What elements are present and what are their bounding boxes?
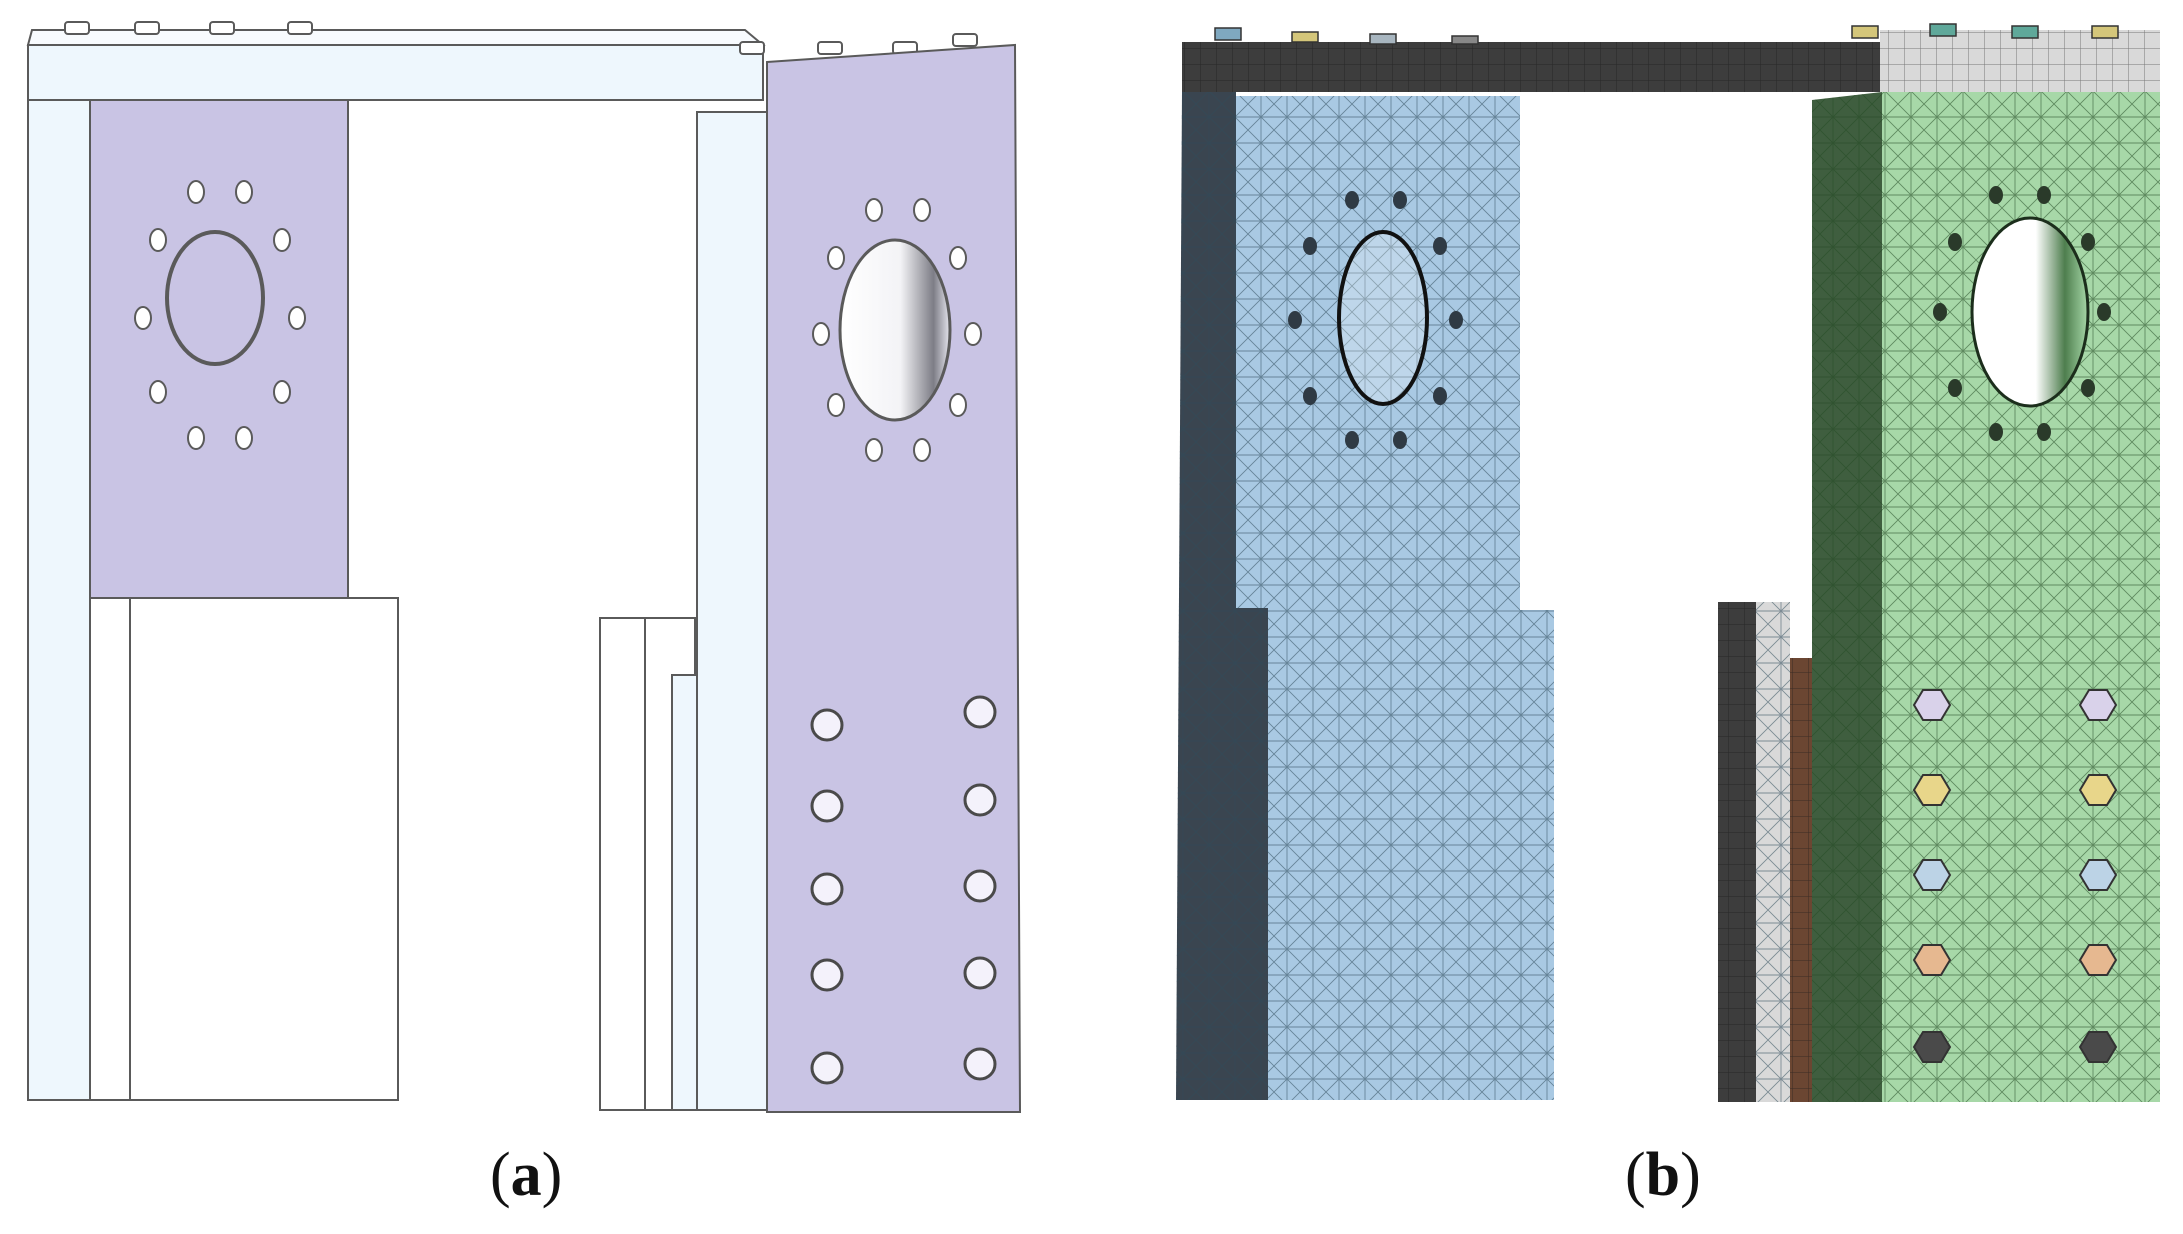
panel-a-cad-model: [26, 21, 1022, 1113]
right-plate-bolts: [810, 695, 997, 1085]
right-bolt-hole-ring: [812, 198, 982, 462]
right-end-plate: [766, 43, 1022, 1113]
panel-a-caption: (a): [490, 1140, 562, 1211]
right-stack-plate-3: [671, 674, 701, 1111]
mesh-right-plate-bolts: [1912, 689, 2118, 1063]
left-bolt-hole-ring: [134, 180, 306, 450]
panel-b-caption-letter: b: [1645, 1141, 1681, 1209]
mesh-left-bolt-hole-ring: [1288, 191, 1463, 449]
panel-a-caption-close: ): [541, 1141, 563, 1209]
panel-b-caption-open: (: [1625, 1141, 1646, 1209]
right-stack-plate-1: [599, 617, 646, 1111]
lower-left-block: [89, 597, 399, 1101]
mesh-right-bolt-hole-ring: [1933, 186, 2111, 441]
top-beam: [27, 44, 764, 101]
panel-a-caption-open: (: [490, 1141, 511, 1209]
left-column: [27, 99, 91, 1101]
top-bolt-heads: [64, 21, 978, 55]
panel-a-caption-letter: a: [510, 1141, 542, 1209]
panel-b-caption: (b): [1625, 1140, 1701, 1211]
right-column: [696, 111, 768, 1111]
panel-b-caption-close: ): [1680, 1141, 1701, 1209]
mesh-top-bolt-heads: [1214, 23, 2119, 45]
panel-b-mesh-model: [1176, 23, 2160, 1102]
